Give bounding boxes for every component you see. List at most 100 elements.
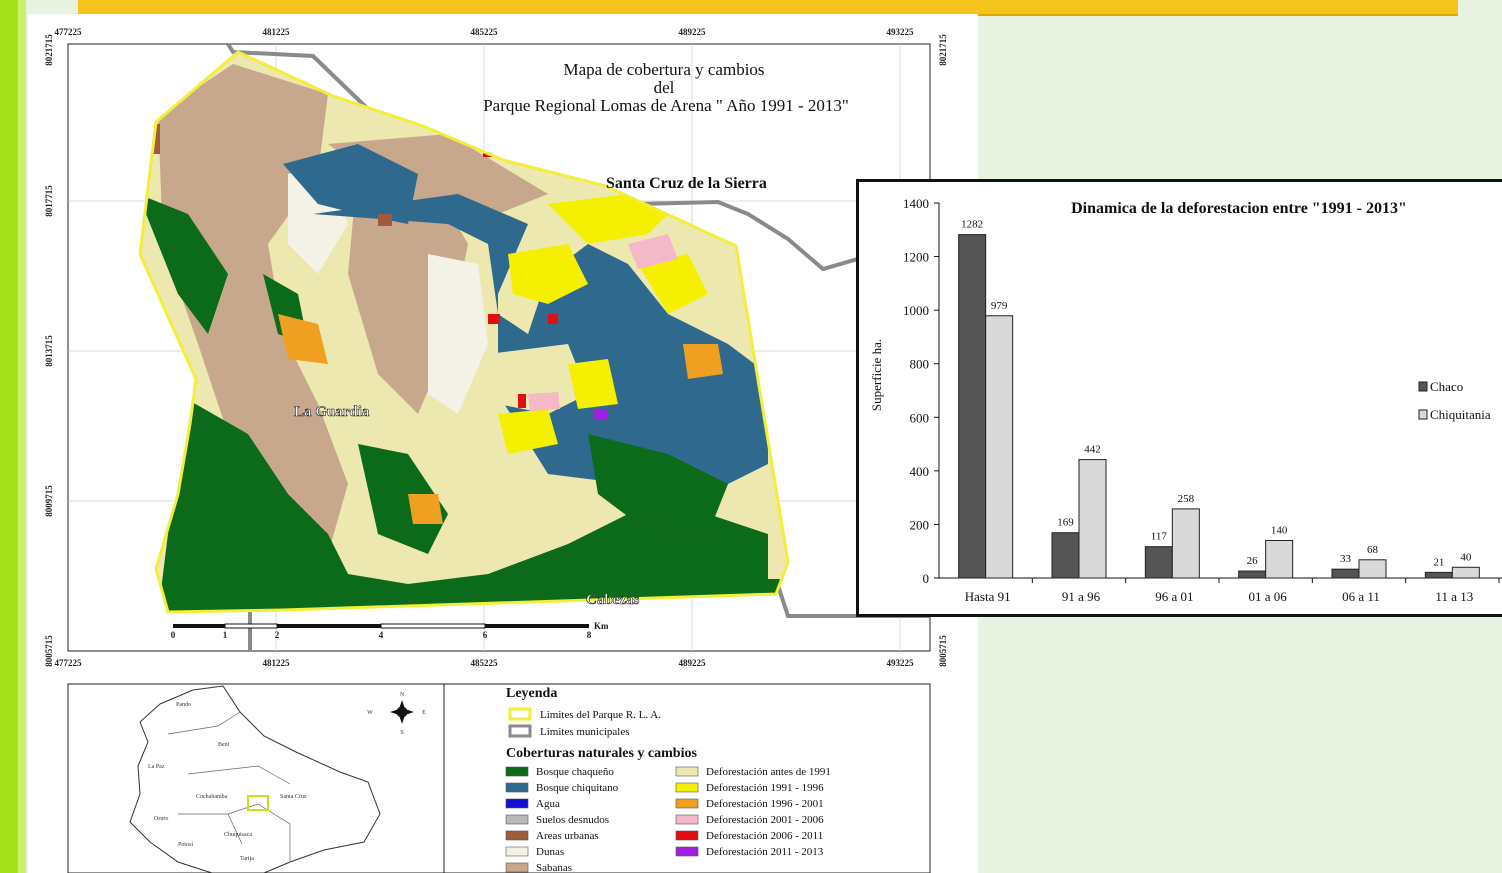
compass-e: E	[422, 710, 426, 716]
legend-swatch	[505, 782, 529, 793]
x-coord-label: 489225	[679, 658, 707, 668]
x-coord-label: 485225	[471, 27, 499, 37]
legend-swatch	[505, 798, 529, 809]
chart-bar	[1171, 508, 1200, 579]
scale-tick: 0	[171, 630, 176, 640]
chart-y-tick-label: 0	[923, 571, 930, 586]
legend-item-label: Deforestación 2011 - 2013	[706, 846, 824, 858]
scale-tick: 2	[275, 630, 280, 640]
x-coord-label: 485225	[471, 658, 499, 668]
compass-w: W	[367, 710, 373, 716]
dept-label: Beni	[218, 742, 230, 748]
map-title-line-3: Parque Regional Lomas de Arena " Año 199…	[483, 96, 849, 115]
y-coord-label: 8021715	[938, 34, 948, 66]
chart-data-label: 1282	[961, 219, 983, 231]
dept-label: Oruro	[154, 816, 168, 822]
legend-swatch	[505, 846, 529, 857]
compass-s: S	[400, 730, 403, 736]
bolivia-inset-map: Pando Beni La Paz Cochabamba Santa Cruz …	[129, 685, 381, 873]
legend-item-label: Dunas	[536, 846, 564, 858]
dept-label: Santa Cruz	[280, 794, 307, 800]
legend-title: Leyenda	[506, 686, 557, 701]
chart-data-label: 117	[1151, 531, 1168, 543]
chart-y-tick-label: 200	[910, 517, 930, 532]
legend-right-column: Deforestación antes de 1991Deforestación…	[675, 766, 831, 858]
y-coord-label: 8013715	[44, 335, 54, 367]
dept-label: Cochabamba	[196, 794, 228, 800]
compass-n: N	[400, 692, 405, 698]
chart-bar	[1051, 532, 1080, 579]
chart-x-tick-label: 06 a 11	[1342, 589, 1380, 604]
x-coord-label: 493225	[887, 27, 915, 37]
y-coord-label: 8005715	[938, 635, 948, 667]
scale-tick: 1	[223, 630, 228, 640]
legend-limit-label: Limites municipales	[540, 726, 630, 738]
legend-swatch	[675, 846, 699, 857]
chart-bar	[985, 315, 1014, 579]
legend-swatch	[505, 814, 529, 825]
map-sheet: Mapa de cobertura y cambios del Parque R…	[28, 14, 978, 873]
legend-limit-park: Limites del Parque R. L. A.	[508, 707, 661, 721]
chart-y-tick-label: 400	[910, 464, 930, 479]
scale-unit: Km	[594, 621, 609, 631]
scale-tick: 4	[379, 630, 384, 640]
chart-legend-swatch	[1418, 381, 1428, 392]
compass-rose-icon: N S E W	[367, 692, 426, 736]
chart-legend-label: Chiquitania	[1430, 407, 1491, 422]
legend-item-label: Deforestación 1991 - 1996	[706, 782, 824, 794]
x-coord-label: 477225	[55, 27, 83, 37]
chart-bar	[1358, 559, 1387, 579]
legend-swatch	[505, 766, 529, 777]
x-coord-label: 481225	[263, 658, 291, 668]
dept-label: La Paz	[148, 764, 165, 770]
legend-swatch	[675, 798, 699, 809]
legend-item-label: Deforestación antes de 1991	[706, 766, 831, 778]
map-title-line-1: Mapa de cobertura y cambios	[563, 60, 764, 79]
legend-item-label: Deforestación 1996 - 2001	[706, 798, 824, 810]
dept-label: Pando	[176, 702, 191, 708]
chart-bar	[1144, 546, 1173, 579]
legend-swatch	[675, 830, 699, 841]
chart-x-tick-label: 01 a 06	[1249, 589, 1288, 604]
x-coord-label: 477225	[55, 658, 83, 668]
dept-label: Chuquisaca	[224, 832, 252, 838]
chart-legend-swatch	[1418, 409, 1428, 420]
chart-x-tick-label: 96 a 01	[1155, 589, 1193, 604]
chart-title: Dinamica de la deforestacion entre "1991…	[1071, 200, 1407, 217]
chart-y-tick-label: 1200	[903, 250, 929, 265]
x-coord-label: 489225	[679, 27, 707, 37]
chart-data-label: 140	[1271, 525, 1288, 537]
chart-data-label: 169	[1057, 517, 1074, 529]
legend-swatch	[675, 814, 699, 825]
park-boundary	[138, 50, 790, 614]
deforestation-bar-chart: Dinamica de la deforestacion entre "1991…	[869, 196, 1502, 604]
chart-bar	[1238, 570, 1267, 579]
legend-swatch	[675, 766, 699, 777]
chart-data-label: 258	[1178, 493, 1195, 505]
x-coord-label: 481225	[263, 27, 291, 37]
legend-item-label: Sabanas	[536, 862, 572, 873]
dept-label: Potosí	[178, 842, 193, 848]
chart-bar	[1331, 568, 1360, 579]
slide-accent-bar-light	[18, 0, 26, 873]
chart-y-tick-label: 800	[910, 357, 930, 372]
y-coord-label: 8009715	[44, 485, 54, 517]
chart-y-tick-label: 1000	[903, 303, 929, 318]
map-figure: Mapa de cobertura y cambios del Parque R…	[44, 27, 948, 873]
legend-item-label: Suelos desnudos	[536, 814, 609, 826]
deforestation-chart-panel: Dinamica de la deforestacion entre "1991…	[856, 179, 1502, 617]
chart-bar	[1451, 566, 1480, 579]
chart-x-tick-label: 91 a 96	[1062, 589, 1101, 604]
chart-x-tick-label: 11 a 13	[1435, 589, 1473, 604]
chart-legend-label: Chaco	[1430, 379, 1463, 394]
chart-bar	[1265, 540, 1294, 579]
legend-swatch	[505, 862, 529, 873]
chart-data-label: 21	[1433, 556, 1444, 568]
place-la-guardia: La Guardia	[294, 404, 370, 420]
legend-item-label: Deforestación 2006 - 2011	[706, 830, 823, 842]
chart-y-tick-label: 600	[910, 410, 930, 425]
chart-data-label: 442	[1084, 444, 1101, 456]
chart-data-label: 979	[991, 300, 1008, 312]
